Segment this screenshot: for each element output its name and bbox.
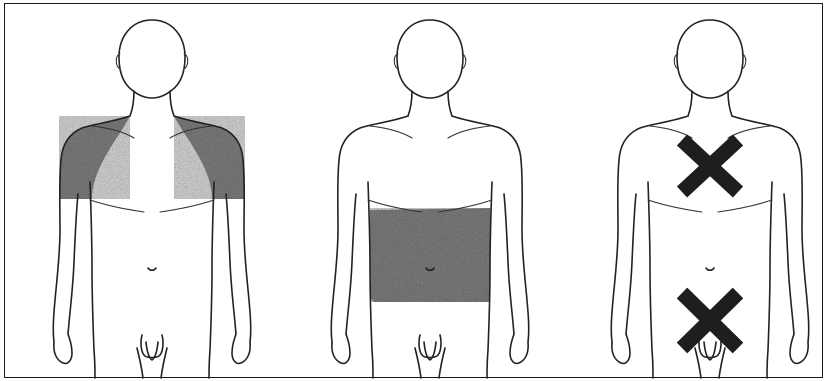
panel-restricted-areas: [611, 20, 809, 378]
panel-abdomen: [331, 20, 529, 378]
panel-shoulders: [53, 20, 251, 378]
cross-mark-groin: [682, 293, 738, 348]
shaded-region-shoulders-right: [174, 116, 245, 199]
cross-mark-chest: [682, 140, 738, 192]
shaded-region-abdomen: [370, 208, 490, 302]
shaded-region-shoulders: [59, 116, 130, 199]
